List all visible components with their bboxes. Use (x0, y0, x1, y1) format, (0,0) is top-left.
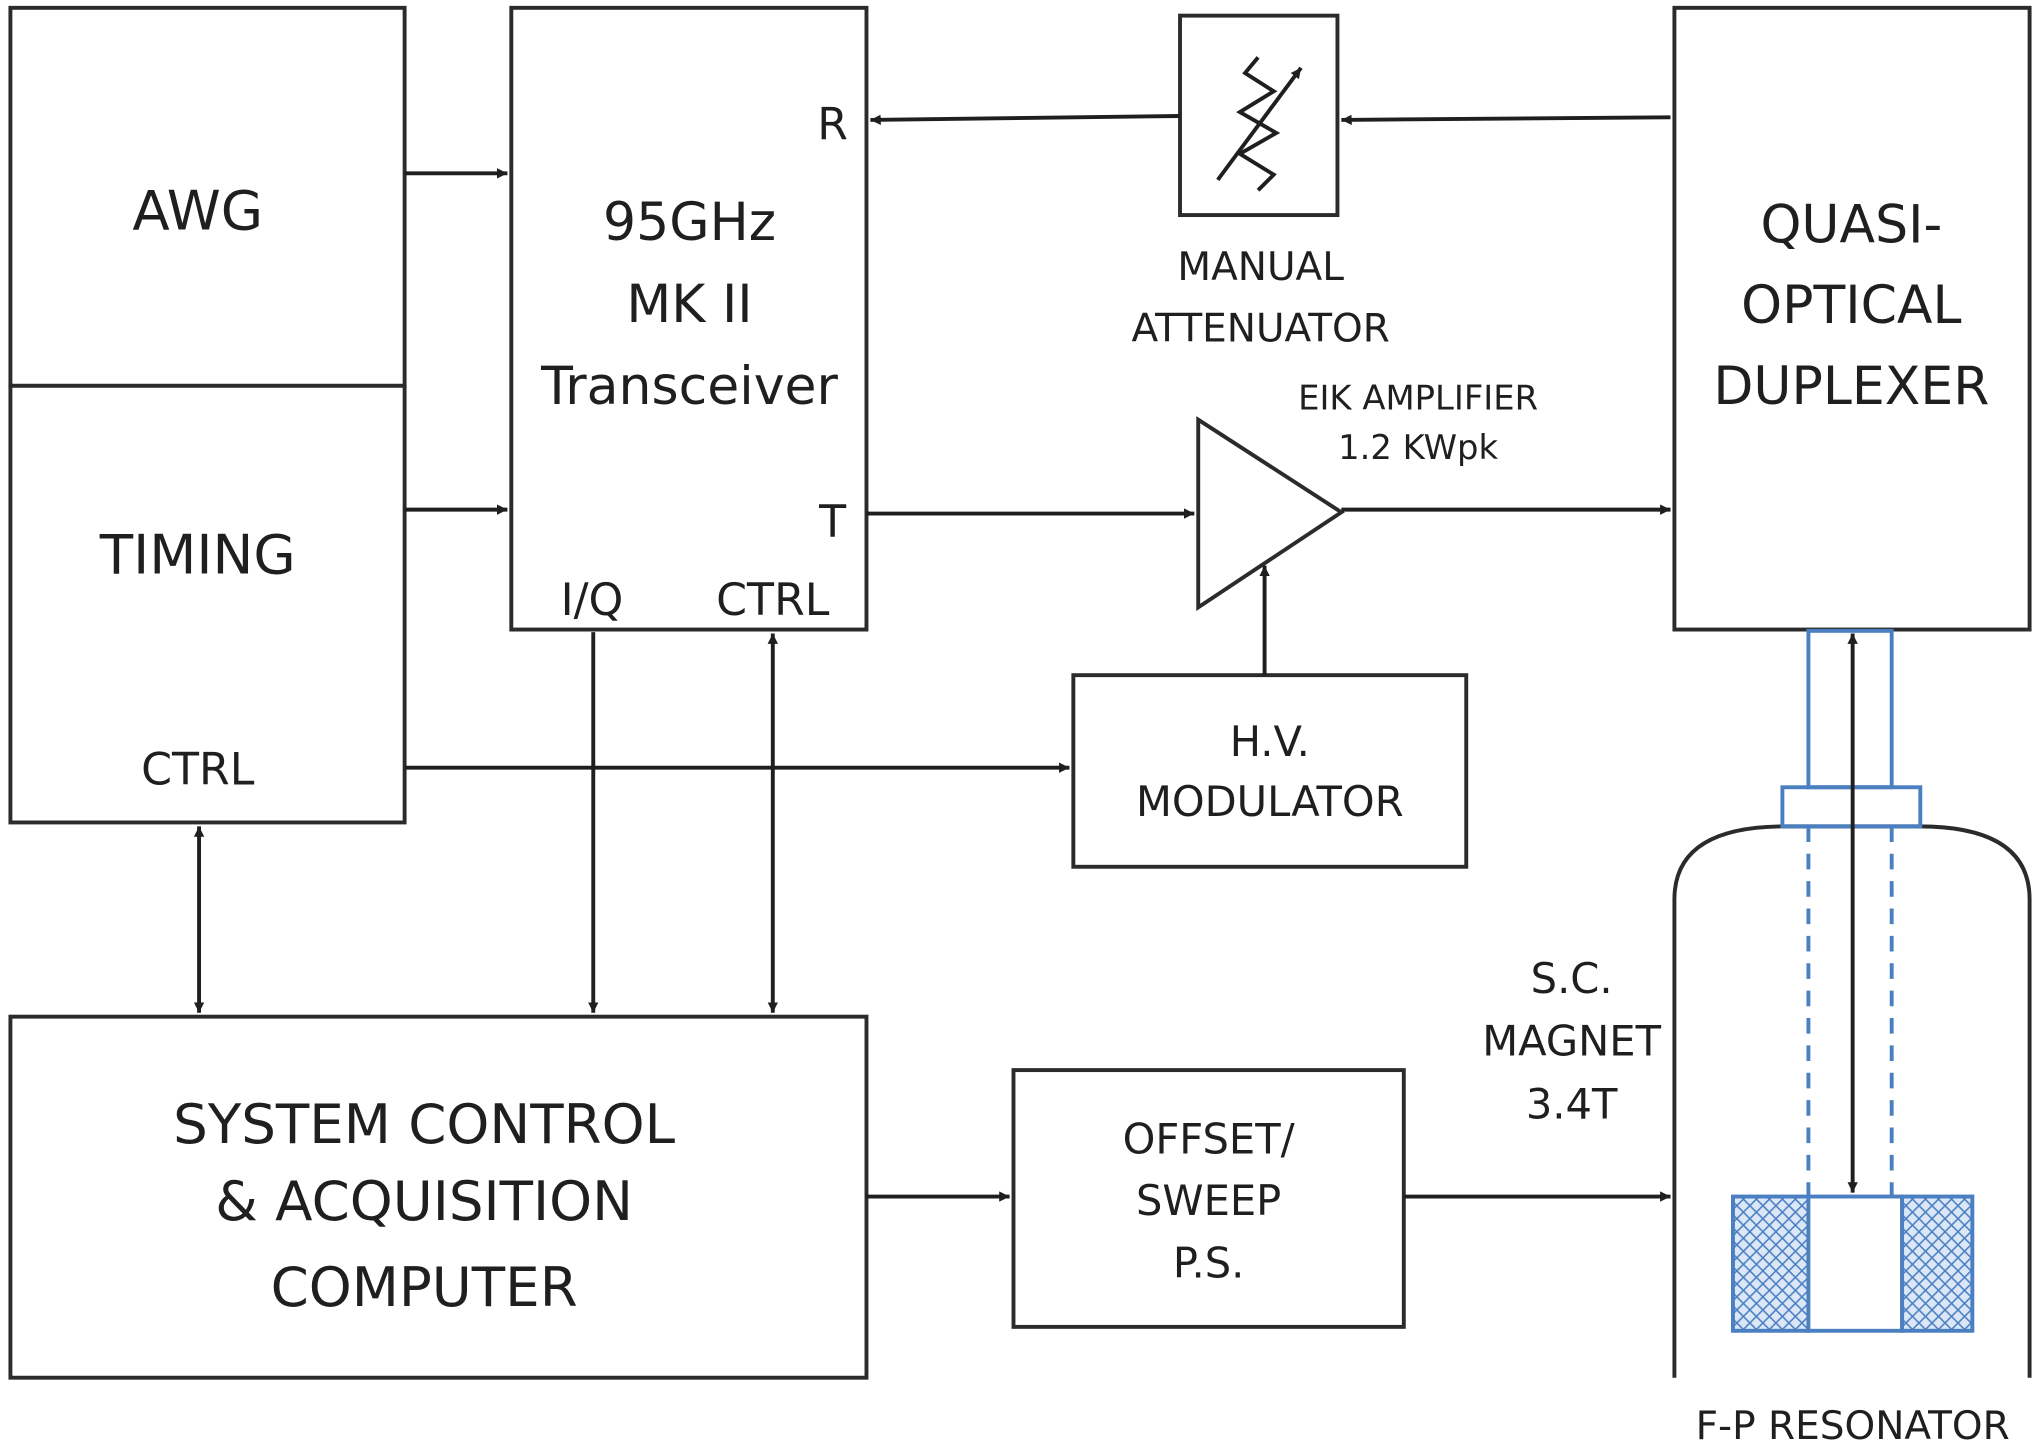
awg-block: AWG (8, 5, 407, 388)
transceiver-line-2: MK II (626, 275, 752, 335)
duplexer-line-2: OPTICAL (1741, 276, 1961, 336)
transceiver-port-r: R (817, 99, 848, 150)
power-supply-block: OFFSET/ SWEEP P.S. (1011, 1068, 1406, 1329)
duplexer-block: QUASI- OPTICAL DUPLEXER (1672, 5, 2032, 632)
amplifier-triangle-icon (1196, 416, 1345, 612)
timing-ctrl-port-label: CTRL (141, 745, 255, 796)
computer-block: SYSTEM CONTROL & ACQUISITION COMPUTER (8, 1014, 869, 1380)
attenuator-line-1: MANUAL (1177, 245, 1344, 290)
power-supply-line-2: SWEEP (1136, 1176, 1281, 1225)
magnet-line-3: 3.4T (1526, 1079, 1618, 1128)
modulator-line-2: MODULATOR (1136, 777, 1404, 826)
computer-line-3: COMPUTER (271, 1255, 578, 1319)
waveguide-upper (1806, 628, 1894, 790)
magnet-assembly: S.C. MAGNET 3.4T F-P RESONATOR (1482, 628, 2032, 1449)
magnet-line-2: MAGNET (1482, 1017, 1661, 1066)
amplifier-block: EIK AMPLIFIER 1.2 KWpk (1196, 378, 1538, 612)
duplexer-to-attenuator-arrow (1341, 114, 1671, 126)
variable-arrow-icon (1216, 66, 1303, 182)
amplifier-line-2: 1.2 KWpk (1338, 428, 1498, 467)
power-supply-line-1: OFFSET/ (1123, 1114, 1296, 1163)
timing-label: TIMING (99, 522, 296, 586)
duplexer-line-1: QUASI- (1760, 195, 1942, 255)
timing-block: TIMING CTRL (8, 383, 407, 825)
sample-holder (1806, 1194, 1905, 1333)
transceiver-block: 95GHz MK II Transceiver R T I/Q CTRL (509, 5, 869, 632)
attenuator-to-transceiver-r-arrow (870, 114, 1181, 125)
awg-label: AWG (132, 178, 263, 242)
resonator-label: F-P RESONATOR (1696, 1404, 2010, 1449)
transceiver-port-ctrl: CTRL (716, 575, 830, 626)
attenuator-line-2: ATTENUATOR (1132, 306, 1390, 351)
transceiver-port-t: T (818, 497, 847, 548)
coil-left (1731, 1194, 1811, 1333)
computer-line-1: SYSTEM CONTROL (173, 1092, 675, 1156)
attenuator-block: MANUAL ATTENUATOR (1132, 13, 1390, 352)
modulator-line-1: H.V. (1230, 717, 1310, 766)
transceiver-port-iq: I/Q (561, 575, 624, 626)
duplexer-line-3: DUPLEXER (1713, 357, 1989, 417)
transceiver-line-3: Transceiver (540, 357, 838, 417)
computer-line-2: & ACQUISITION (215, 1169, 633, 1233)
modulator-block: H.V. MODULATOR (1071, 673, 1469, 869)
connections (193, 114, 1858, 1202)
transceiver-line-1: 95GHz (603, 193, 776, 253)
amplifier-line-1: EIK AMPLIFIER (1298, 378, 1538, 417)
magnet-line-1: S.C. (1531, 954, 1613, 1003)
power-supply-line-3: P.S. (1173, 1238, 1244, 1287)
coil-right (1900, 1194, 1975, 1333)
